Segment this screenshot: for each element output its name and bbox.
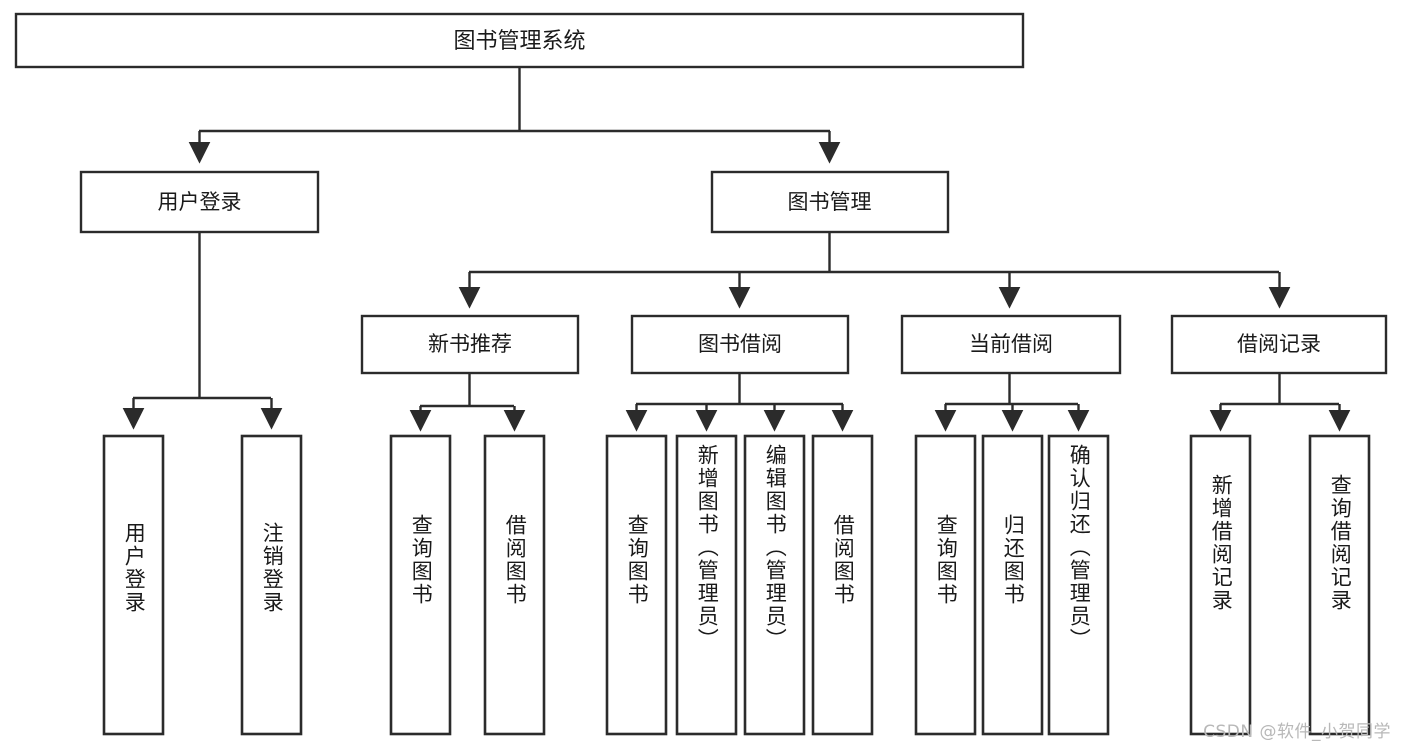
connector-group-user-login [122,232,283,430]
node-new-book-rec-label: 新书推荐 [428,332,512,356]
node-leaf-query-book-current-box[interactable] [914,434,977,736]
connector-group-current-borrow [934,373,1090,432]
node-user-login[interactable]: 用户登录 [79,170,320,234]
node-current-borrow-box[interactable] [900,314,1122,375]
node-root-label: 图书管理系统 [453,29,585,54]
node-borrow-record[interactable]: 借阅记录 [1170,314,1388,375]
leaf-box-group [102,434,1371,736]
node-borrow-record-box[interactable] [1170,314,1388,375]
node-book-borrow[interactable]: 图书借阅 [630,314,850,375]
node-root[interactable]: 图书管理系统 [14,12,1025,69]
node-user-login-label: 用户登录 [158,190,242,214]
node-leaf-borrow-book-rec-box[interactable] [483,434,546,736]
node-user-login-box[interactable] [79,170,320,234]
node-leaf-edit-book-admin-box[interactable] [743,434,806,736]
connector-group-new-book-rec [409,373,526,432]
node-book-borrow-label: 图书借阅 [698,332,782,356]
node-new-book-rec[interactable]: 新书推荐 [360,314,580,375]
node-leaf-user-logout-box[interactable] [240,434,303,736]
node-current-borrow-label: 当前借阅 [969,332,1053,356]
node-current-borrow[interactable]: 当前借阅 [900,314,1122,375]
node-leaf-return-book-box[interactable] [981,434,1044,736]
node-leaf-confirm-return-admin-box[interactable] [1047,434,1110,736]
node-borrow-record-label: 借阅记录 [1237,332,1321,356]
node-leaf-query-borrow-record-box[interactable] [1308,434,1371,736]
node-book-borrow-box[interactable] [630,314,850,375]
node-new-book-rec-box[interactable] [360,314,580,375]
node-root-box[interactable] [14,12,1025,69]
node-leaf-query-book-rec-box[interactable] [389,434,452,736]
node-book-manage-box[interactable] [710,170,950,234]
node-leaf-borrow-book-box[interactable] [811,434,874,736]
connector-group-book-manage [458,232,1291,309]
node-leaf-user-login-box[interactable] [102,434,165,736]
node-book-manage[interactable]: 图书管理 [710,170,950,234]
node-book-manage-label: 图书管理 [788,190,872,214]
connector-group-root [188,67,841,164]
node-leaf-query-book-borrow-box[interactable] [605,434,668,736]
connector-group-book-borrow [625,373,854,432]
node-leaf-add-borrow-record-box[interactable] [1189,434,1252,736]
connector-group-borrow-record [1209,373,1351,432]
node-leaf-add-book-admin-box[interactable] [675,434,738,736]
